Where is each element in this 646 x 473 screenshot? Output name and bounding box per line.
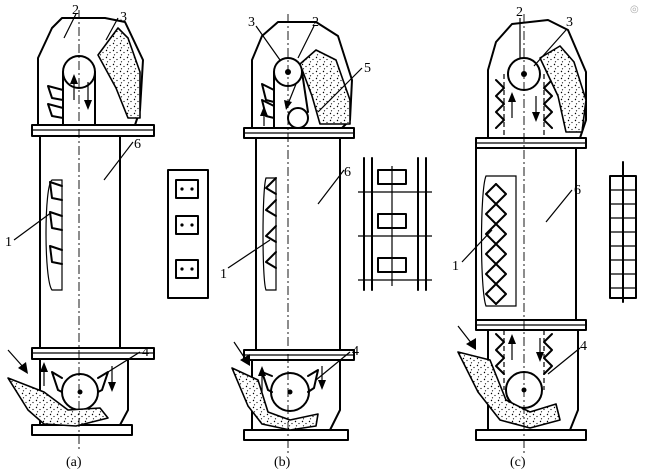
snub-pulley-b xyxy=(287,107,309,129)
label-1-c: 1 xyxy=(452,259,459,274)
watermark-glyph: ◎ xyxy=(630,4,639,15)
label-6-a: 6 xyxy=(134,137,141,152)
head-housing-a xyxy=(37,17,144,126)
discharge-chute-b xyxy=(299,49,351,125)
elevator-a xyxy=(7,10,209,450)
label-1-a: 1 xyxy=(5,235,12,250)
chain-detail-b xyxy=(358,157,432,291)
label-5-b: 5 xyxy=(364,61,371,76)
casing-c xyxy=(475,147,577,321)
discharge-chute-a xyxy=(97,27,141,119)
caption-c: (c) xyxy=(510,455,526,470)
label-4-c: 4 xyxy=(580,339,587,354)
label-4-b: 4 xyxy=(352,344,359,359)
casing-a xyxy=(39,135,121,349)
elevator-b xyxy=(227,14,432,455)
feed-material-c xyxy=(457,351,561,429)
label-2-c: 2 xyxy=(516,5,523,20)
feed-material-b xyxy=(231,367,319,431)
casing-b xyxy=(255,137,341,351)
label-2-a: 2 xyxy=(72,3,79,18)
caption-a: (a) xyxy=(66,455,82,470)
discharge-chute-c xyxy=(539,45,587,133)
label-2-b: 2 xyxy=(312,15,319,30)
caption-b: (b) xyxy=(274,455,291,470)
elevator-c xyxy=(457,14,637,455)
chain-detail-c xyxy=(609,161,637,303)
label-6-c: 6 xyxy=(574,183,581,198)
label-1-b: 1 xyxy=(220,267,227,282)
label-6-b: 6 xyxy=(344,165,351,180)
label-3-c: 3 xyxy=(566,15,573,30)
feed-material-a xyxy=(7,377,109,427)
label-4-a: 4 xyxy=(142,345,149,360)
label-3-a: 3 xyxy=(120,10,127,25)
label-3-b: 3 xyxy=(248,15,255,30)
